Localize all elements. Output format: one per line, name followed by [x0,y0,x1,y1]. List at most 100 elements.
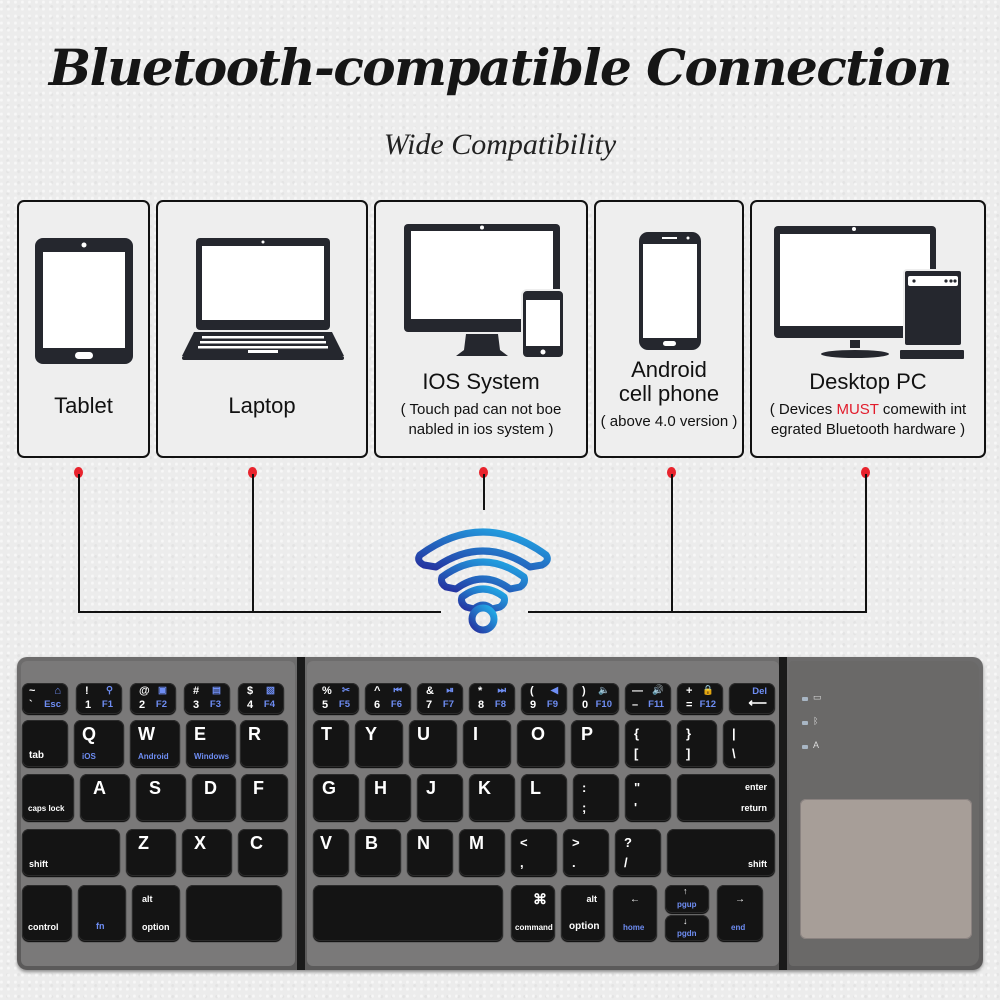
previous-track-icon: ⏮ [393,685,402,696]
key-right-end[interactable]: → end [717,885,763,941]
spacebar-left[interactable] [186,885,282,941]
key-h[interactable]: H [365,774,411,821]
key-e[interactable]: E Windows [186,720,236,767]
spacebar-right[interactable] [313,885,503,941]
volume-up-icon: 🔊 [652,685,664,696]
device-note: nabled in ios system ) [408,421,554,438]
key-y[interactable]: Y [355,720,403,767]
command-icon: ⌘ [533,891,547,907]
key-period[interactable]: >. [563,829,609,876]
connector-line [528,611,867,613]
wifi-wireless-icon [415,528,551,634]
key-6-f6[interactable]: ^ 6 ⏮ F6 [365,683,411,714]
key-f[interactable]: F [241,774,288,821]
connector-line [252,474,254,612]
key-esc[interactable]: ~ ` ⌂ Esc [22,683,68,714]
key-command[interactable]: ⌘ command [511,885,555,941]
connector-dot [74,467,83,478]
key-c[interactable]: C [238,829,288,876]
key-d[interactable]: D [192,774,236,821]
arrow-right-icon: → [735,894,745,905]
key-q[interactable]: Q iOS [74,720,124,767]
key-down-pgdn[interactable]: ↓ pgdn [665,915,709,941]
key-a[interactable]: A [80,774,130,821]
key-backspace-delete[interactable]: Del ⟵ [729,683,775,714]
key-t[interactable]: T [313,720,349,767]
device-card-ios: IOS System ( Touch pad can not boe nable… [374,200,588,458]
device-label: IOS System [422,369,540,394]
play-pause-icon: ⏯ [446,685,454,696]
key-alt-option-right[interactable]: alt option [561,885,605,941]
key-tab[interactable]: tab [22,720,68,767]
key-control[interactable]: control [22,885,72,941]
key-u[interactable]: U [409,720,457,767]
key-i[interactable]: I [463,720,511,767]
arrow-down-icon: ↓ [683,916,688,926]
next-track-icon: ⏭ [497,685,506,696]
key-semicolon[interactable]: :; [573,774,619,821]
foldable-keyboard: ~ ` ⌂ Esc ! 1 ⚲ F1 @ 2 ▣ F2 # 3 ▤ F3 $ 4… [17,657,983,970]
mute-icon: ◀ [550,685,558,696]
key-z[interactable]: Z [126,829,176,876]
key-o[interactable]: O [517,720,565,767]
device-label: cell phone [618,381,720,406]
key-equals-f12[interactable]: + = 🔒 F12 [677,683,723,714]
key-3-f3[interactable]: # 3 ▤ F3 [184,683,230,714]
smartphone-icon [639,232,701,350]
key-fn[interactable]: fn [78,885,126,941]
connector-dot [667,467,676,478]
battery-led [802,697,808,701]
key-x[interactable]: X [182,829,232,876]
key-shift-left[interactable]: shift [22,829,120,876]
key-0-f10[interactable]: ) 0 🔈 F10 [573,683,619,714]
key-backslash[interactable]: |\ [723,720,775,767]
key-right-bracket[interactable]: }] [677,720,717,767]
key-left-home[interactable]: ← home [613,885,657,941]
key-s[interactable]: S [136,774,186,821]
key-minus-f11[interactable]: — – 🔊 F11 [625,683,671,714]
device-label: Tablet [54,393,113,418]
key-caps-lock[interactable]: caps lock [22,774,74,821]
device-note: ( Touch pad can not boe [400,401,562,418]
connector-line [78,474,80,612]
key-alt-option-left[interactable]: alt option [132,885,180,941]
key-left-bracket[interactable]: {[ [625,720,671,767]
caps-lock-led [802,745,808,749]
key-comma[interactable]: <, [511,829,557,876]
arrow-up-icon: ↑ [683,886,688,896]
document-icon: ▤ [212,685,221,696]
touchpad[interactable] [800,799,972,939]
device-label: Android [631,357,707,382]
key-up-pgup[interactable]: ↑ pgup [665,885,709,913]
key-k[interactable]: K [469,774,515,821]
backspace-arrow-icon: ⟵ [748,695,767,710]
connector-dot [861,467,870,478]
key-shift-right[interactable]: shift [667,829,775,876]
key-5-f5[interactable]: % 5 ✂ F5 [313,683,359,714]
key-g[interactable]: G [313,774,359,821]
key-2-f2[interactable]: @ 2 ▣ F2 [130,683,176,714]
key-n[interactable]: N [407,829,453,876]
key-4-f4[interactable]: $ 4 ▧ F4 [238,683,284,714]
connector-line [671,474,673,612]
key-8-f8[interactable]: * 8 ⏭ F8 [469,683,515,714]
key-enter[interactable]: enter return [677,774,775,821]
key-quote[interactable]: "' [625,774,671,821]
key-b[interactable]: B [355,829,401,876]
device-card-laptop: Laptop [156,200,368,458]
bluetooth-icon: ᛒ [813,716,819,726]
key-w[interactable]: W Android [130,720,180,767]
key-7-f7[interactable]: & 7 ⏯ F7 [417,683,463,714]
key-9-f9[interactable]: ( 9 ◀ F9 [521,683,567,714]
key-r[interactable]: R [240,720,288,767]
key-slash[interactable]: ?/ [615,829,661,876]
laptop-icon [182,238,344,360]
home-icon: ⌂ [54,685,61,697]
key-1-f1[interactable]: ! 1 ⚲ F1 [76,683,122,714]
key-v[interactable]: V [313,829,349,876]
key-p[interactable]: P [571,720,619,767]
key-j[interactable]: J [417,774,463,821]
connector-dot [248,467,257,478]
key-l[interactable]: L [521,774,567,821]
key-m[interactable]: M [459,829,505,876]
